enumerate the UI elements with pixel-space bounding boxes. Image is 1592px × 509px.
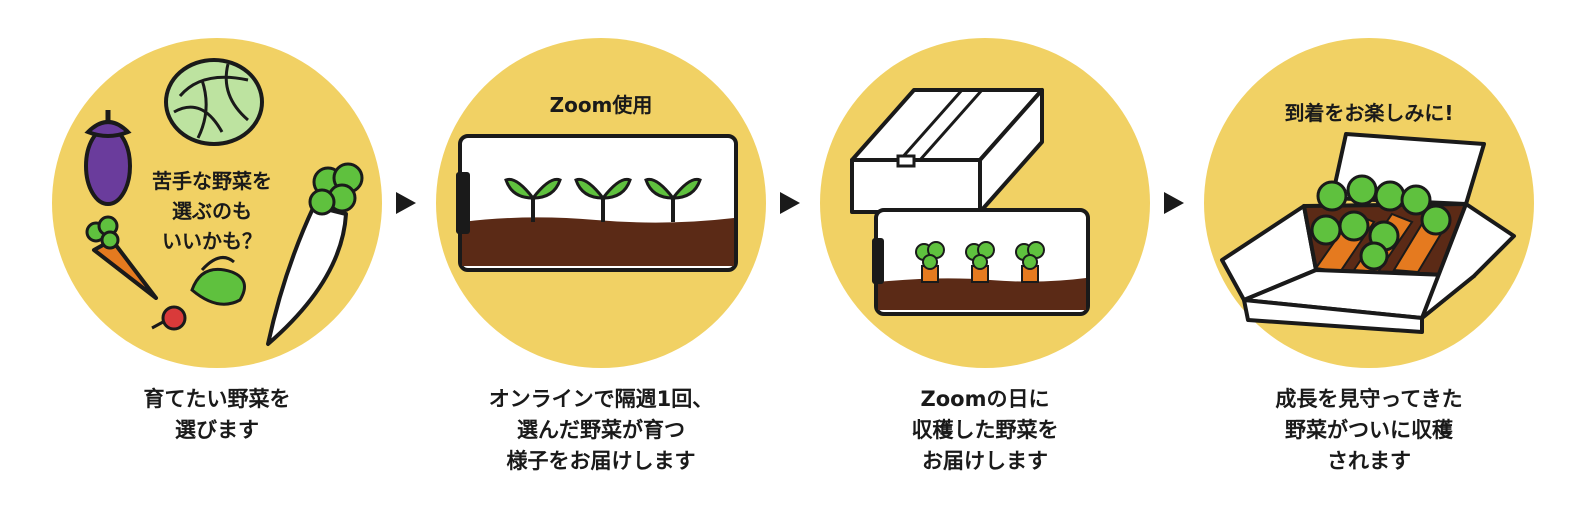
caption-line: 選んだ野菜が育つ [517,418,685,442]
caption-line: Zoomの日に [920,387,1050,411]
step-1-caption: 育てたい野菜を 選びます [32,384,402,446]
carrot-icon [965,241,995,283]
cardboard-box-icon [1242,202,1516,334]
sprout-icon [574,177,632,222]
caption-line: 成長を見守ってきた [1275,387,1463,411]
carrot-icon [1015,241,1045,283]
caption-line: されます [1327,449,1411,473]
carrot-icon [85,215,158,300]
caption-line: 収穫した野菜を [911,418,1059,442]
arrow-right-icon [396,192,416,214]
caption-line: オンラインで隔週1回、 [488,387,714,411]
phone-icon [456,134,738,272]
carrot-icon [915,241,945,283]
arrow-right-icon [1164,192,1184,214]
zoom-heading: Zoom使用 [550,93,653,117]
step-3: Zoomの日に 収穫した野菜を お届けします [820,0,1160,509]
cabbage-icon [164,58,264,146]
sprout-icon [504,177,562,222]
step-2-phone-illustration: Zoom使用 [456,93,738,272]
step-1-vegetables-illustration: 苦手な野菜を 選ぶのも いいかも？ [84,58,364,346]
sprout-icon [644,177,702,222]
bubble-line-3: いいかも？ [162,229,262,253]
step-4: 到着をお楽しみに! 成長を見守ってきた 野菜がついに収穫 [1204,0,1544,509]
cardboard-box-icon [850,88,1044,214]
step-3-harvest-illustration [850,88,1090,316]
arrival-heading: 到着をお楽しみに! [1284,101,1453,125]
caption-line: 育てたい野菜を [143,387,291,411]
step-4-caption: 成長を見守ってきた 野菜がついに収穫 されます [1184,384,1554,477]
radish-icon [151,256,246,331]
step-2: Zoom使用 オンラインで隔週1回、 選んだ野菜が育つ 様子をお届けします [436,0,776,509]
step-3-caption: Zoomの日に 収穫した野菜を お届けします [800,384,1170,477]
bubble-line-1: 苦手な野菜を [152,169,272,193]
step-2-caption: オンラインで隔週1回、 選んだ野菜が育つ 様子をお届けします [416,384,786,477]
caption-line: 野菜がついに収穫 [1285,418,1453,442]
step-4-delivery-illustration: 到着をお楽しみに! [1220,101,1516,334]
bubble-line-2: 選ぶのも [172,199,252,223]
caption-line: 選びます [175,418,259,442]
step-1: 苦手な野菜を 選ぶのも いいかも？ 育てたい野菜を 選びます [52,0,392,509]
arrow-right-icon [780,192,800,214]
eggplant-icon [84,110,132,206]
caption-line: 様子をお届けします [506,449,696,473]
daikon-icon [266,162,364,346]
carrot-icon [1310,174,1452,274]
caption-line: お届けします [922,449,1048,473]
